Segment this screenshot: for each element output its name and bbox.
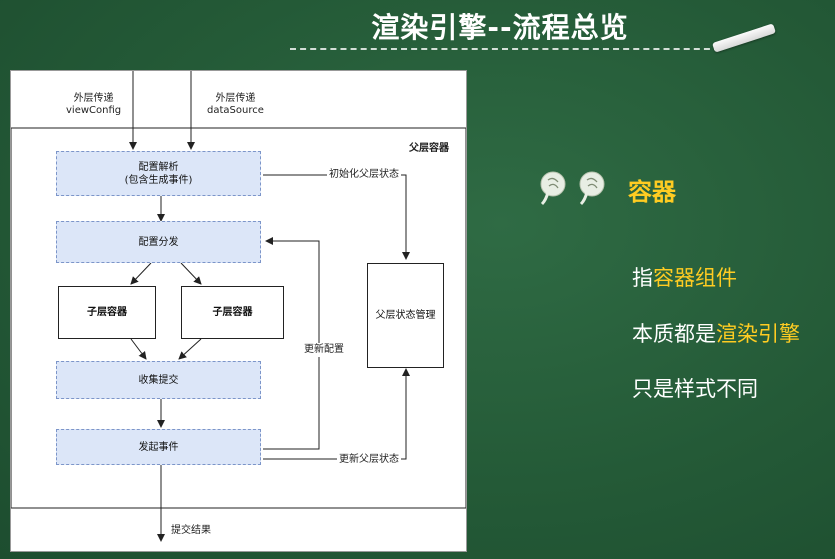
parent-state-manager-box: 父层状态管理 [367, 263, 444, 368]
bullet-line-2: 本质都是渲染引擎 [632, 322, 800, 346]
output-label: 提交结果 [171, 525, 211, 536]
bullet-line-1: 指容器组件 [632, 266, 737, 290]
quote-icon [540, 171, 566, 206]
parse-config-box: 配置解析(包含生成事件) [56, 151, 261, 196]
outer-container-label: 父层容器 [409, 143, 449, 154]
slide-title: 渲染引擎--流程总览 [371, 11, 629, 44]
section-heading: 容器 [628, 178, 676, 206]
update-state-label: 更新父层状态 [337, 454, 401, 466]
collect-submit-box: 收集提交 [56, 361, 261, 399]
child-container-1: 子层容器 [58, 286, 156, 339]
dispatch-config-box: 配置分发 [56, 221, 261, 263]
bullet-line-3: 只是样式不同 [632, 377, 758, 401]
child-container-2: 子层容器 [181, 286, 284, 339]
emit-event-box: 发起事件 [56, 429, 261, 465]
update-config-label: 更新配置 [304, 343, 344, 357]
chalk-icon [712, 23, 776, 53]
init-state-label: 初始化父层状态 [327, 169, 401, 181]
quote-icon [579, 171, 605, 206]
outer-container-border [11, 127, 466, 509]
title-underline [290, 48, 720, 50]
